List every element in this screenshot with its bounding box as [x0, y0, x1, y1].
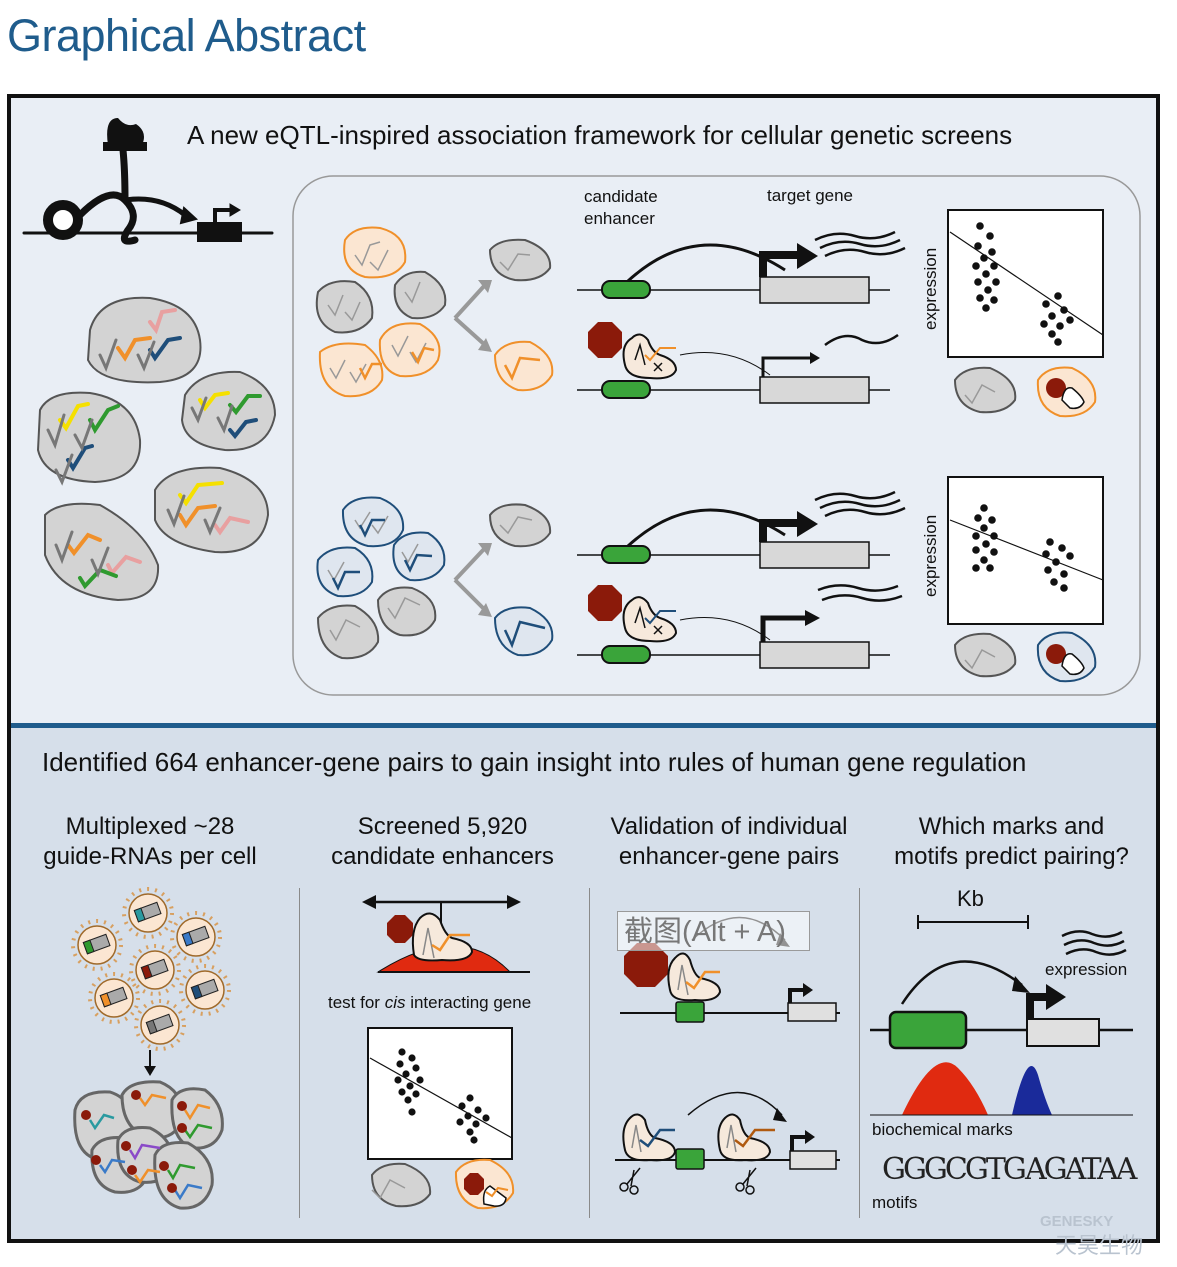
scatter-plot-top — [947, 209, 1104, 358]
cell-cluster-left — [36, 296, 277, 602]
cell-squiggle-marks — [327, 241, 533, 642]
kb-label: Kb — [957, 886, 984, 911]
locus-top-a — [577, 230, 906, 304]
virus-particles — [71, 887, 231, 1051]
tiled-screen-diagram — [376, 912, 530, 973]
test-cis-label: test for cis interacting gene — [328, 993, 531, 1013]
guide-rnas-left — [58, 308, 262, 590]
test-pre-text: test for — [328, 993, 385, 1012]
test-cis-text: cis — [384, 993, 406, 1012]
expression-label: expression — [1045, 960, 1128, 979]
locus-bottom-a — [577, 490, 906, 569]
orange-cell-population — [315, 226, 554, 398]
col2-title: Screened 5,920 candidate enhancers — [331, 813, 554, 870]
kb-scale-bar — [917, 915, 1029, 929]
orange-split-arrows — [453, 280, 492, 352]
col4-title: Which marks and motifs predict pairing? — [894, 813, 1129, 870]
blue-split-arrows — [453, 543, 492, 617]
column-separator-3 — [859, 888, 860, 1218]
watermark-cn: 天昊生物 — [1055, 1233, 1144, 1258]
legend-cell-squiggles — [964, 383, 996, 670]
column-separator-1 — [299, 888, 300, 1218]
biochemical-marks-peaks — [870, 1062, 1133, 1116]
locus-bottom-b — [577, 584, 903, 669]
pooled-cell-guides — [88, 1093, 213, 1201]
col2-legend-cells — [370, 1158, 515, 1210]
double-arrow-icon — [362, 895, 521, 930]
watermark-en: GENESKY — [1040, 1213, 1114, 1230]
pooled-cell-red-dots — [81, 1090, 187, 1193]
motif-logo-1: GGGCGTG — [882, 1152, 1027, 1187]
column-separator-2 — [589, 888, 590, 1218]
expression-waves-icon — [1061, 930, 1127, 956]
scissors-icon — [619, 1167, 757, 1195]
validation-bottom — [615, 1091, 840, 1170]
scatter-plot-bottom — [947, 476, 1104, 625]
panel-divider — [11, 723, 1156, 728]
graphical-abstract-title: Graphical Abstract — [7, 10, 366, 61]
candidate-enhancer-label: candidate enhancer — [584, 187, 658, 228]
down-arrow-icon — [144, 1050, 156, 1076]
locus-top-b — [577, 322, 899, 404]
cell-guide-strokes — [331, 346, 546, 649]
biochemical-marks-label: biochemical marks — [872, 1120, 1013, 1139]
top-diagram — [22, 118, 1141, 696]
col1-title: Multiplexed ~28 guide-RNAs per cell — [43, 813, 257, 870]
target-gene-label: target gene — [767, 186, 854, 205]
col3-title: Validation of individual enhancer-gene p… — [610, 813, 848, 870]
top-heading: A new eQTL-inspired association framewor… — [187, 120, 1013, 150]
motif-logo-2: AGATAA — [1025, 1152, 1137, 1187]
eqtl-logo-icon — [22, 118, 274, 245]
scatter-plot-col2 — [367, 1027, 513, 1160]
bottom-heading: Identified 664 enhancer-gene pairs to ga… — [42, 747, 1027, 777]
pairing-locus — [870, 960, 1133, 1050]
motifs-label: motifs — [872, 1193, 918, 1212]
test-post-text: interacting gene — [405, 993, 532, 1012]
validation-top — [620, 916, 840, 1023]
screenshot-shortcut-overlay[interactable]: 截图(Alt + A) — [617, 911, 810, 951]
grey-guide-marks-left — [46, 338, 234, 578]
